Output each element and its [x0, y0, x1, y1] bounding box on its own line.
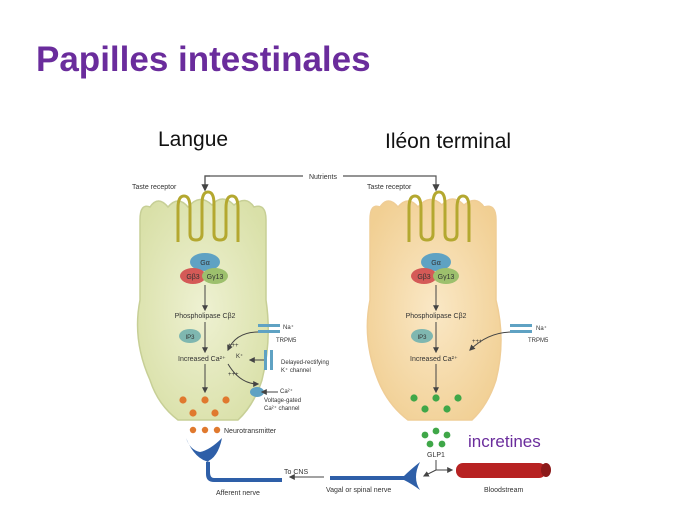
right-increased-ca-label: Increased Ca²⁺: [410, 356, 458, 363]
left-g-alpha: [190, 253, 220, 271]
left-ca-channel: [250, 387, 264, 397]
left-trpm5-channel: [258, 324, 280, 333]
to-cns-label: To CNS: [284, 469, 308, 476]
tongue-taste-cell: Taste receptor Gα Gβ3 Gγ13 Phospholipase…: [132, 184, 329, 435]
right-na-label: Na⁺: [536, 325, 547, 332]
incretines-label: incretines: [468, 432, 541, 451]
left-plc-label: Phospholipase Cβ2: [175, 313, 236, 320]
left-ca-ion-label: Ca²⁺: [280, 388, 293, 395]
left-column-heading: Langue: [158, 128, 229, 151]
left-ca-channel-label: Ca²⁺ channel: [264, 405, 300, 412]
left-k-channel: [264, 350, 273, 370]
right-g-alpha-label: Gα: [431, 260, 441, 267]
glp1-label: GLP1: [427, 452, 445, 459]
right-taste-receptor-label: Taste receptor: [367, 184, 412, 191]
left-g-beta: [180, 268, 206, 284]
left-voltage-gated-label: Voltage-gated: [264, 398, 301, 404]
vagal-nerve-label: Vagal or spinal nerve: [326, 487, 391, 494]
nutrients-label: Nutrients: [309, 174, 338, 181]
nutrients-connector: Nutrients: [201, 171, 440, 192]
left-plus-2: +++: [228, 372, 239, 378]
right-trpm5-channel: [510, 324, 532, 333]
left-vesicles: [179, 396, 230, 417]
ileum-cell: Taste receptor Gα Gβ3 Gγ13 Phospholipase…: [366, 184, 549, 477]
right-g-beta-label: Gβ3: [417, 274, 430, 281]
left-k-channel-label: K⁺ channel: [281, 367, 311, 374]
right-receptor-coil: [407, 190, 471, 242]
right-vesicles: [410, 394, 462, 413]
neurotransmitter-label: Neurotransmitter: [224, 428, 277, 435]
right-trpm5-label: TRPM5: [528, 338, 549, 344]
right-column-heading: Iléon terminal: [385, 130, 512, 153]
afferent-nerve: Afferent nerve To CNS: [186, 438, 324, 497]
left-k-label: K⁺: [236, 353, 243, 360]
left-g-gamma: [202, 268, 228, 284]
left-increased-ca-label: Increased Ca²⁺: [178, 356, 226, 363]
left-plus-1: +++: [228, 343, 239, 349]
right-g-gamma: [433, 268, 459, 284]
right-ip3-label: IP3: [417, 335, 427, 341]
slide-title: Papilles intestinales: [36, 40, 371, 79]
left-g-beta-label: Gβ3: [186, 274, 199, 281]
glp1-dots: [421, 427, 451, 448]
vagal-nerve: Vagal or spinal nerve: [326, 462, 420, 494]
right-g-gamma-label: Gγ13: [438, 274, 455, 281]
right-g-alpha: [421, 253, 451, 271]
left-ip3-label: IP3: [185, 335, 195, 341]
right-ip3: [411, 329, 433, 343]
right-plc-label: Phospholipase Cβ2: [406, 313, 467, 320]
left-g-alpha-label: Gα: [200, 260, 210, 267]
left-ip3: [179, 329, 201, 343]
neurotransmitter-dots: [189, 426, 221, 434]
bloodstream: Bloodstream: [456, 463, 551, 494]
left-receptor-coil: [176, 190, 240, 242]
bloodstream-label: Bloodstream: [484, 487, 523, 494]
left-delayed-rectifying-label: Delayed-rectifying: [281, 360, 329, 366]
right-g-beta: [411, 268, 437, 284]
left-taste-receptor-label: Taste receptor: [132, 184, 177, 191]
left-trpm5-label: TRPM5: [276, 338, 297, 344]
right-plus-label: +++: [472, 339, 483, 345]
left-na-label: Na⁺: [283, 324, 294, 331]
left-g-gamma-label: Gγ13: [207, 274, 224, 281]
afferent-nerve-label: Afferent nerve: [216, 490, 260, 497]
